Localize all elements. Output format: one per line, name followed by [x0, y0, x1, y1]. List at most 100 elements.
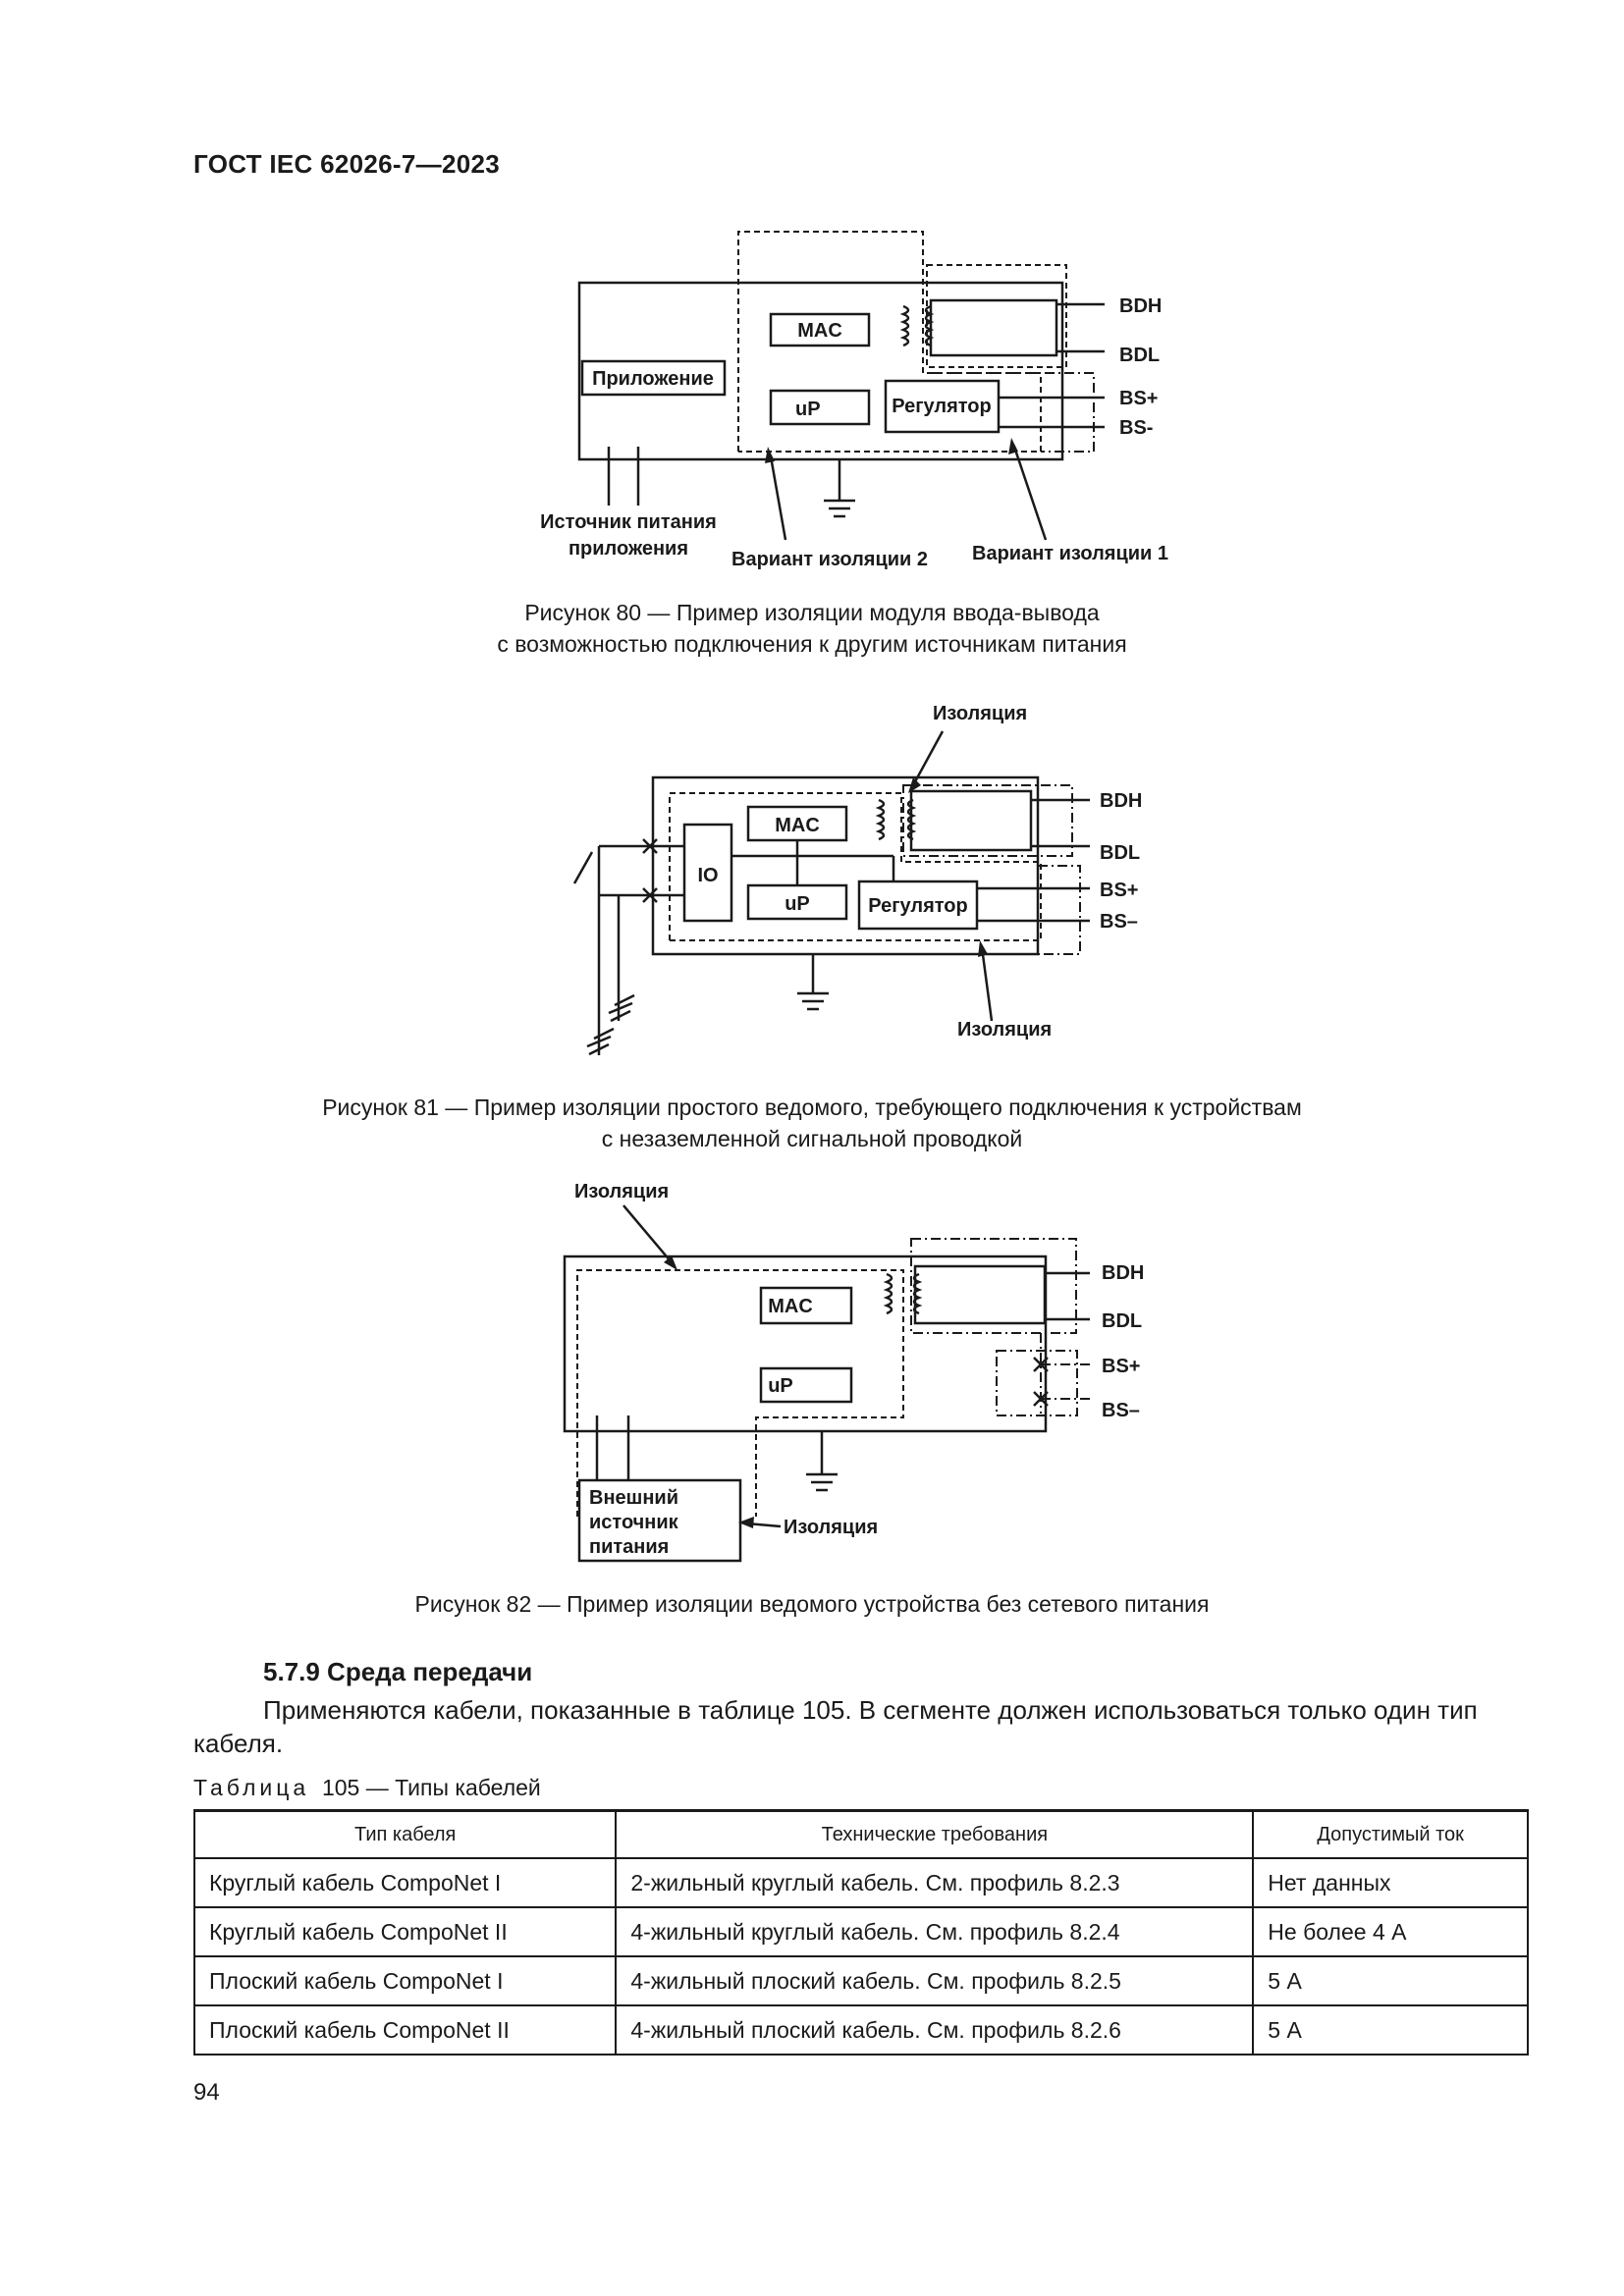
fig80-bdl-label: BDL: [1119, 345, 1160, 366]
fig82-ext-power-label-line1: Внешний: [589, 1487, 678, 1509]
fig81-up-label: uP: [785, 893, 810, 915]
fig82-transformer-right-icon: [912, 1272, 923, 1315]
fig82-ext-power-label-line2: источник: [589, 1512, 679, 1533]
fig82-isolation-bus-upper: [910, 1238, 1077, 1334]
table-row: Круглый кабель CompoNet II 4-жильный кру…: [192, 1906, 1529, 1957]
fig80-up-label: uP: [795, 399, 821, 420]
fig81-regulator-box: [857, 880, 979, 931]
fig82-external-power-box: [577, 1478, 742, 1563]
table-cell-current: 5 А: [1252, 1955, 1529, 2006]
fig80-mac-box: [769, 312, 871, 347]
fig82-transformer-left-icon: [883, 1272, 893, 1315]
fig82-bsminus-label: BS–: [1102, 1400, 1140, 1421]
fig81-regulator-label: Регулятор: [868, 895, 968, 917]
figure-81-diagram: Изоляция MAC IO uP Регулятор BDH BDL BS+…: [572, 703, 1142, 1056]
table-cell-current: 5 А: [1252, 2004, 1529, 2056]
table-header-current: Допустимый ток: [1252, 1809, 1529, 1859]
fig81-isolation-inner: [669, 792, 1042, 941]
table-row: Плоский кабель CompoNet I 4-жильный плос…: [192, 1955, 1529, 2006]
table-cell-current: Не более 4 А: [1252, 1906, 1529, 1957]
fig80-bus-coil-box: [929, 298, 1058, 357]
table-title-rest: 105 — Типы кабелей: [321, 1775, 541, 1800]
fig82-arrow-bottom-icon: [738, 1517, 754, 1528]
fig81-mac-label: MAC: [775, 815, 820, 836]
cable-types-table: Тип кабеля Технические требования Допуст…: [192, 1809, 1529, 2056]
fig80-transformer-left-icon: [899, 304, 910, 347]
fig80-up-box: [769, 389, 871, 426]
fig82-isolation-top-label: Изоляция: [574, 1181, 669, 1202]
fig80-bsplus-label: BS+: [1119, 388, 1158, 409]
fig81-bdh-label: BDH: [1100, 790, 1142, 812]
fig80-power-label-line2: приложения: [568, 538, 688, 560]
fig80-transformer-right-icon: [924, 304, 935, 347]
table-cell-requirements: 2-жильный круглый кабель. См. профиль 8.…: [615, 1857, 1255, 1908]
fig80-bdh-label: BDH: [1119, 295, 1162, 317]
fig82-bsplus-label: BS+: [1102, 1356, 1140, 1377]
fig80-arrow-variant1-icon: [1008, 438, 1018, 454]
table-cell-cable-type: Плоский кабель CompoNet I: [192, 1955, 618, 2006]
fig81-transformer-right-icon: [906, 798, 917, 841]
fig81-arrow-top-icon: [908, 777, 921, 793]
fig80-variant1-label: Вариант изоляции 1: [972, 543, 1168, 564]
figure-81-caption-line1: Рисунок 81 — Пример изоляции простого ве…: [322, 1095, 1302, 1120]
fig82-up-label: uP: [768, 1375, 793, 1397]
table-cell-cable-type: Плоский кабель CompoNet II: [192, 2004, 618, 2056]
fig81-isolation-bottom-label: Изоляция: [957, 1019, 1052, 1041]
fig82-arrow-top-icon: [664, 1255, 677, 1270]
table-cell-cable-type: Круглый кабель CompoNet I: [192, 1857, 618, 1908]
fig82-mac-label: MAC: [768, 1296, 813, 1317]
figure-82-diagram: Изоляция MAC uP BDH BDL BS+ BS– Внешний …: [563, 1181, 1144, 1563]
table-cell-current: Нет данных: [1252, 1857, 1529, 1908]
fig80-app-label: Приложение: [592, 368, 714, 390]
fig82-isolation-bottom-label: Изоляция: [784, 1517, 878, 1538]
fig80-mac-label: MAC: [797, 320, 842, 342]
section-body-text: Применяются кабели, показанные в таблице…: [193, 1695, 1478, 1758]
fig80-regulator-label: Регулятор: [892, 396, 992, 417]
table-cell-requirements: 4-жильный плоский кабель. См. профиль 8.…: [615, 2004, 1255, 2056]
fig81-isolation-bus-lower: [1038, 865, 1081, 955]
fig82-bus-coil-box: [913, 1264, 1047, 1325]
table-title-label: Таблица: [193, 1775, 310, 1800]
fig82-up-box: [759, 1366, 853, 1404]
fig81-switch-icon: [572, 851, 594, 884]
figure-80-caption-line1: Рисунок 80 — Пример изоляции модуля ввод…: [524, 600, 1100, 625]
section-heading: 5.7.9 Среда передачи: [263, 1657, 533, 1686]
fig80-arrow-variant2-icon: [765, 447, 775, 463]
table-cell-cable-type: Круглый кабель CompoNet II: [192, 1906, 618, 1957]
page-number: 94: [193, 2079, 220, 2106]
fig81-arrow-bottom-icon: [978, 940, 988, 957]
fig82-module-frame: [563, 1255, 1048, 1433]
table-cell-requirements: 4-жильный круглый кабель. См. профиль 8.…: [615, 1906, 1255, 1957]
fig82-isolation-bs-box: [996, 1350, 1078, 1416]
table-header-requirements: Технические требования: [615, 1809, 1255, 1859]
table-row: Плоский кабель CompoNet II 4-жильный пло…: [192, 2004, 1529, 2056]
fig80-power-label-line1: Источник питания: [540, 511, 717, 533]
table-cell-requirements: 4-жильный плоский кабель. См. профиль 8.…: [615, 1955, 1255, 2006]
fig81-io-label: IO: [697, 865, 718, 886]
fig80-variant2-label: Вариант изоляции 2: [731, 549, 928, 570]
figure-82-caption: Рисунок 82 — Пример изоляции ведомого ус…: [414, 1591, 1210, 1617]
fig82-bdl-label: BDL: [1102, 1310, 1142, 1332]
fig80-regulator-box: [884, 379, 1001, 434]
fig81-isolation-bus-upper: [902, 784, 1073, 857]
table-title: Таблица 105 — Типы кабелей: [193, 1775, 541, 1801]
figure-81-caption-line2: с незаземленной сигнальной проводкой: [601, 1126, 1023, 1151]
table-header-row: Тип кабеля Технические требования Допуст…: [192, 1809, 1529, 1859]
figure-80-diagram: MAC Приложение uP Регулятор BDH BDL BS+ …: [540, 231, 1168, 570]
table-row: Круглый кабель CompoNet I 2-жильный круг…: [192, 1857, 1529, 1908]
document-header: ГОСТ IEC 62026-7—2023: [193, 149, 500, 179]
fig80-bsminus-label: BS-: [1119, 417, 1153, 439]
fig81-io-box: [682, 823, 733, 923]
fig82-ext-power-label-line3: питания: [589, 1536, 669, 1558]
fig80-module-frame: [577, 281, 1064, 461]
fig80-app-box: [580, 359, 727, 397]
fig81-bdl-label: BDL: [1100, 842, 1140, 864]
fig81-transformer-left-icon: [875, 798, 886, 841]
fig82-bdh-label: BDH: [1102, 1262, 1144, 1284]
fig80-isolation-variant1-lower: [927, 372, 1095, 453]
fig81-bsminus-label: BS–: [1100, 911, 1138, 933]
fig81-bsplus-label: BS+: [1100, 880, 1138, 901]
fig81-bus-coil-box: [909, 789, 1033, 852]
figure-80-caption-line2: с возможностью подключения к другим исто…: [497, 631, 1127, 657]
fig82-mac-box: [759, 1286, 853, 1325]
